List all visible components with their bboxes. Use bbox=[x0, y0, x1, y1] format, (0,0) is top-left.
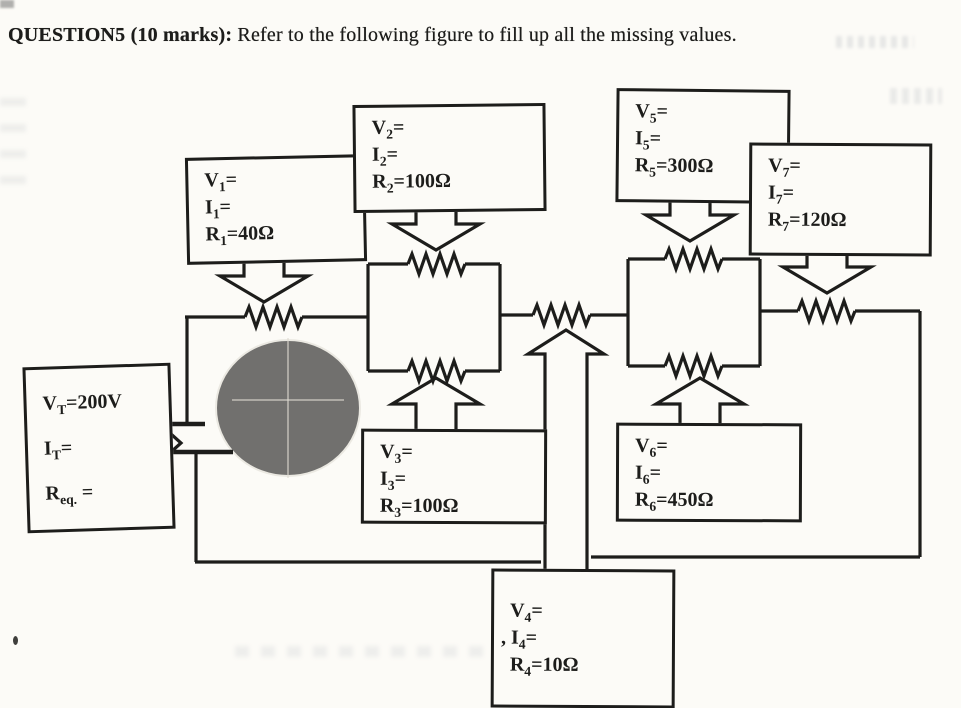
resistor-r3 bbox=[406, 356, 467, 386]
resistor-r2 bbox=[406, 249, 467, 279]
r2-current-label: I2= bbox=[371, 143, 399, 169]
arrow-to-r1 bbox=[214, 250, 314, 304]
callout-arrows bbox=[140, 190, 877, 571]
r7-voltage-label: V7= bbox=[768, 154, 801, 180]
question-instruction: Refer to the following figure to fill up… bbox=[232, 24, 737, 46]
parallel-loop-left bbox=[366, 262, 502, 373]
r4-current-label: , I4= bbox=[500, 626, 538, 652]
scan-watermark bbox=[215, 338, 361, 478]
parallel-loop-right bbox=[626, 257, 762, 368]
r5-voltage-label: V5= bbox=[635, 100, 669, 126]
callout-box-r2: V2= I2= R2=100Ω bbox=[352, 102, 547, 214]
question-label: QUESTION5 (10 marks): bbox=[8, 24, 233, 46]
callout-box-r7: V7= I7= R7=120Ω bbox=[748, 142, 933, 257]
arrow-to-r3 bbox=[386, 376, 486, 431]
resistors bbox=[243, 244, 857, 386]
r2-resistance-label: R2=100Ω bbox=[372, 169, 452, 196]
r6-current-label: I6= bbox=[634, 461, 662, 487]
source-it-label: IT= bbox=[43, 436, 73, 463]
r2-voltage-label: V2= bbox=[371, 116, 405, 142]
r1-current-label: I1= bbox=[204, 195, 232, 222]
arrow-to-r2 bbox=[386, 199, 486, 252]
r6-resistance-label: R6=450Ω bbox=[634, 488, 714, 514]
callout-box-r3: V3= I3= R3=100Ω bbox=[360, 428, 548, 525]
arrow-to-r5 bbox=[640, 190, 740, 243]
r1-resistance-label: R1=40Ω bbox=[205, 222, 275, 249]
arrow-to-r4 bbox=[522, 328, 610, 571]
r7-current-label: I7= bbox=[767, 181, 795, 207]
r6-voltage-label: V6= bbox=[635, 434, 668, 460]
resistor-r5 bbox=[663, 244, 724, 274]
r1-voltage-label: V1= bbox=[204, 168, 238, 195]
resistor-r1 bbox=[243, 302, 304, 332]
arrow-to-r6 bbox=[650, 376, 750, 425]
source-vt-label: VT=200V bbox=[42, 390, 123, 418]
r3-voltage-label: V3= bbox=[380, 440, 413, 466]
resistor-r4 bbox=[531, 300, 592, 330]
r7-resistance-label: R7=120Ω bbox=[767, 208, 847, 234]
resistor-r6 bbox=[663, 351, 724, 381]
callout-box-r4: V4= , I4= R4=10Ω bbox=[490, 568, 676, 708]
resistor-r7 bbox=[796, 296, 857, 326]
question-title: QUESTION5 (10 marks): Refer to the follo… bbox=[8, 24, 868, 47]
r4-resistance-label: R4=10Ω bbox=[509, 653, 579, 679]
callout-box-source: VT=200V IT= Req. = bbox=[22, 362, 176, 534]
r3-current-label: I3= bbox=[379, 467, 407, 493]
r4-voltage-label: V4= bbox=[510, 599, 543, 625]
circuit-wires bbox=[185, 257, 922, 564]
callout-box-r1: V1= I1= R1=40Ω bbox=[184, 154, 368, 265]
source-req-label: Req. = bbox=[45, 481, 94, 508]
battery-symbol bbox=[163, 421, 233, 455]
arrow-to-r7 bbox=[777, 243, 877, 295]
r3-resistance-label: R3=100Ω bbox=[379, 494, 459, 520]
callout-box-r6: V6= I6= R6=450Ω bbox=[615, 422, 803, 523]
